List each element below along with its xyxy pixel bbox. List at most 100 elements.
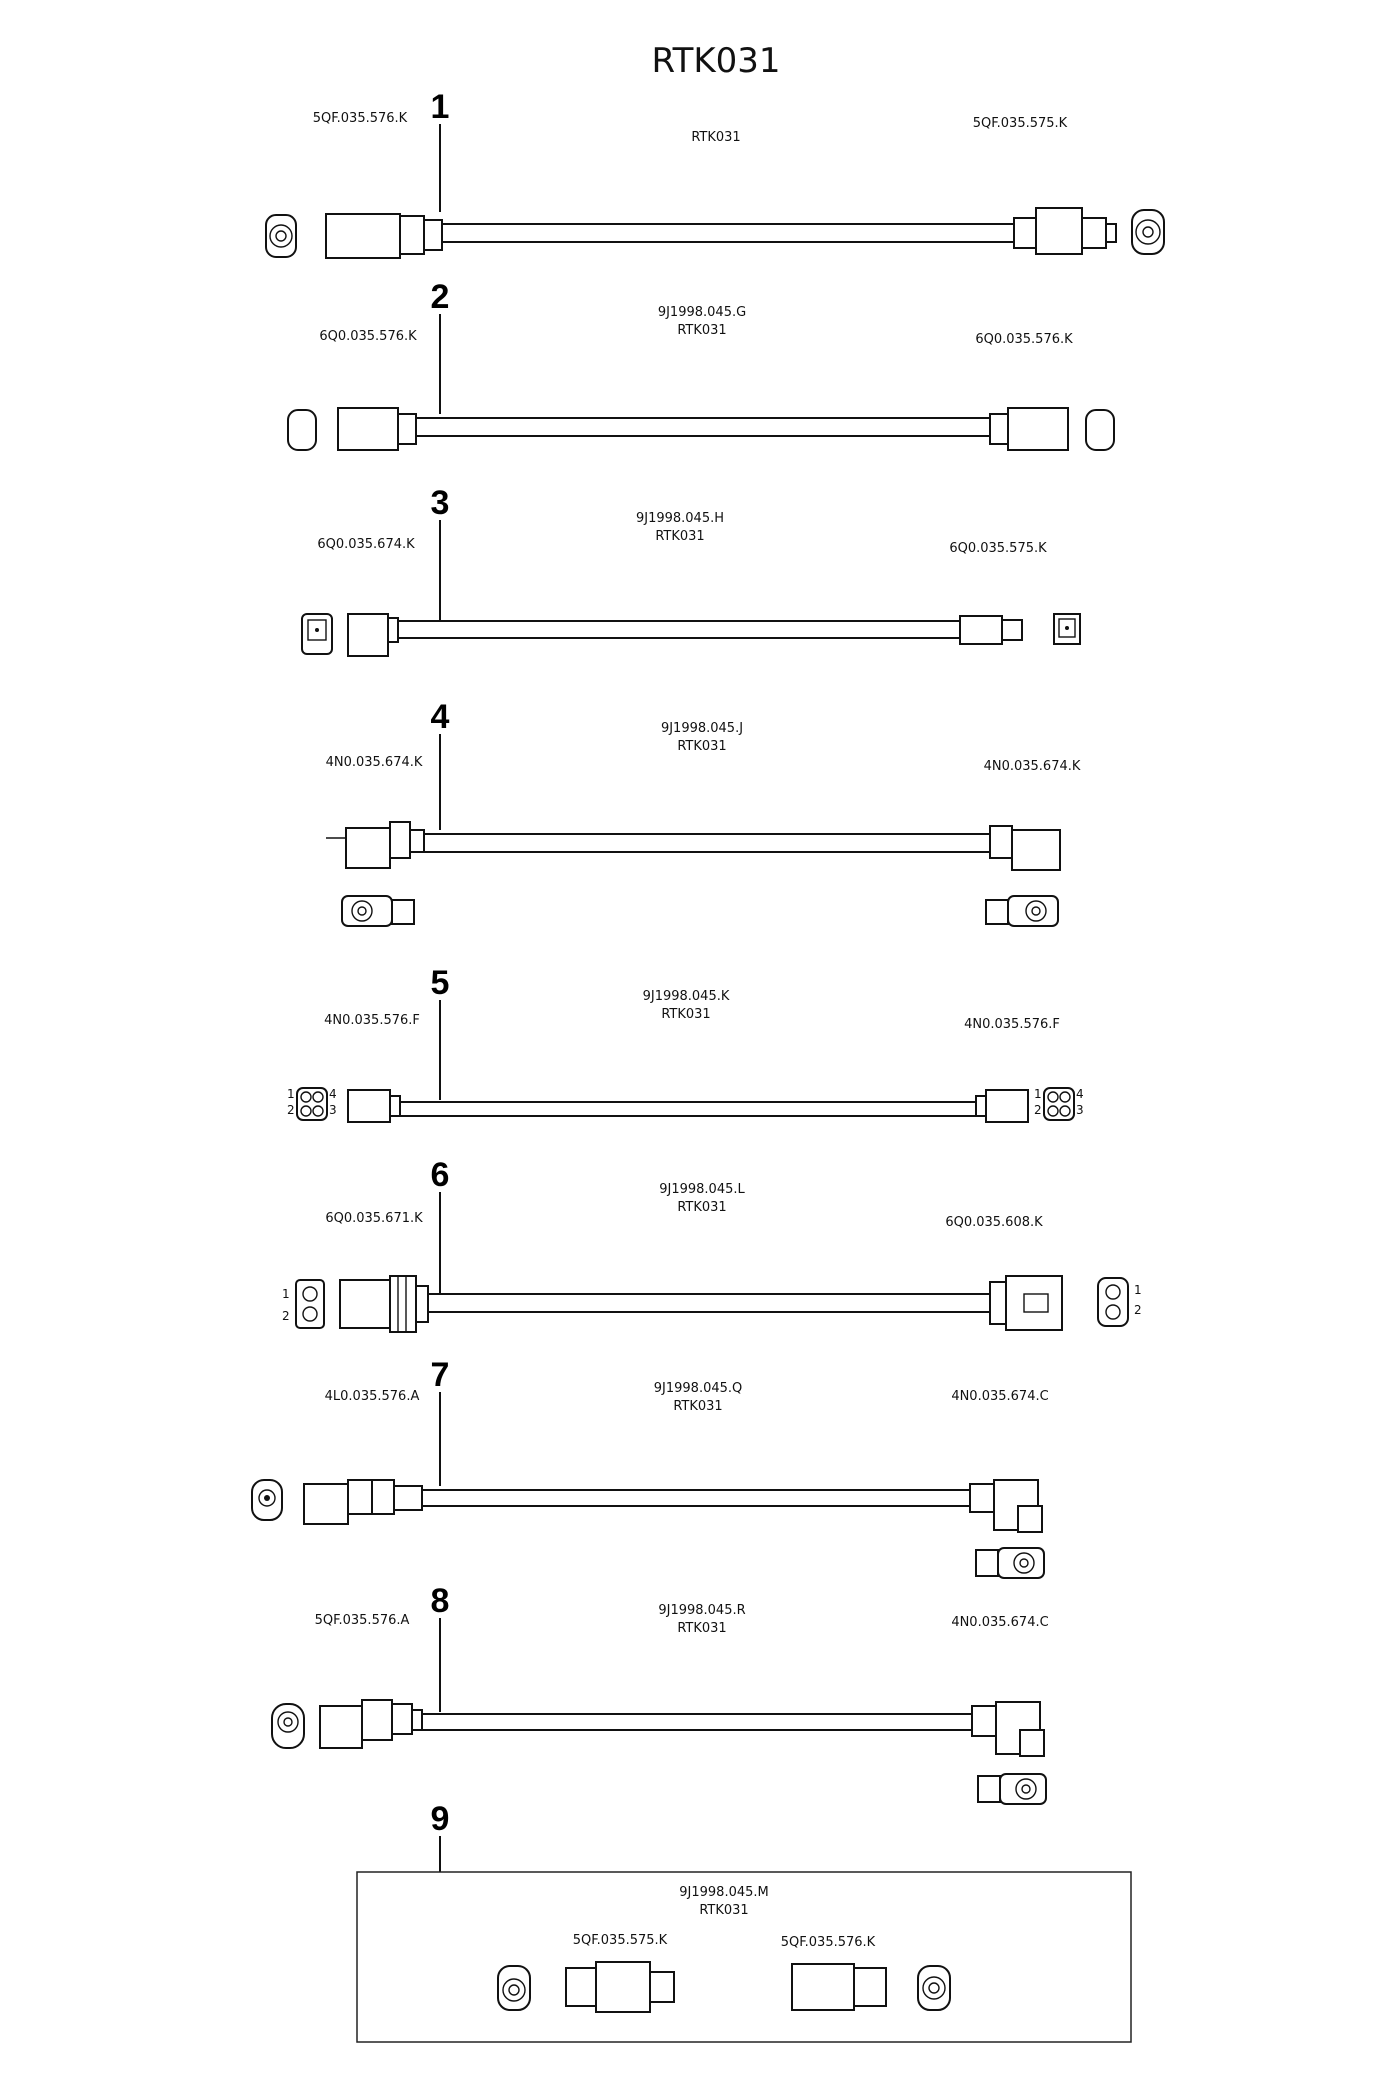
cable-item-8: 8 5QF.035.576.A 9J1998.045.R RTK031 4N0.…	[271, 1582, 1049, 1805]
cable-item-1: 1 5QF.035.576.K RTK031 5QF.035.575.K	[265, 88, 1165, 259]
connector-right	[959, 615, 1023, 645]
cable	[398, 620, 960, 639]
left-part-number: 4L0.035.576.A	[325, 1389, 420, 1404]
kit-frame	[356, 1871, 1132, 2043]
connector-face-left	[287, 409, 317, 451]
connector-face-left	[341, 895, 415, 927]
assembly-number: 9J1998.045.M	[679, 1885, 768, 1900]
item-number: 1	[431, 88, 450, 126]
cable-item-6: 6 6Q0.035.671.K 9J1998.045.L RTK031 6Q0.…	[282, 1156, 1142, 1333]
connector-face-right: 1 2 4 3	[1034, 1087, 1084, 1121]
cable	[416, 417, 990, 437]
cable-item-3: 3 6Q0.035.674.K 9J1998.045.H RTK031 6Q0.…	[301, 484, 1081, 657]
left-part-number: 6Q0.035.671.K	[325, 1211, 423, 1226]
connector-right	[1013, 207, 1117, 255]
right-part-number: 4N0.035.674.K	[984, 759, 1081, 774]
left-part-number: 6Q0.035.576.K	[319, 329, 417, 344]
connector-face-right	[977, 1773, 1047, 1805]
connector-face-right	[1053, 613, 1081, 645]
connector-plug	[565, 1961, 675, 2013]
cable	[400, 1101, 976, 1117]
left-part-number: 5QF.035.575.K	[573, 1933, 668, 1948]
connector-face-left	[301, 613, 333, 655]
cable	[424, 833, 990, 853]
pin-3: 3	[1076, 1103, 1084, 1117]
connector-right	[989, 407, 1069, 451]
cable-reference: RTK031	[661, 1007, 710, 1022]
right-part-number: 4N0.035.576.F	[964, 1017, 1060, 1032]
left-part-number: 4N0.035.576.F	[324, 1013, 420, 1028]
cable-item-5: 5 4N0.035.576.F 9J1998.045.K RTK031 4N0.…	[287, 964, 1084, 1123]
right-part-number: 4N0.035.674.C	[951, 1389, 1048, 1404]
connector-face-right	[985, 895, 1059, 927]
connector-face-left	[265, 214, 297, 258]
pin-2: 2	[1134, 1303, 1142, 1317]
left-part-number: 5QF.035.576.A	[315, 1613, 410, 1628]
item-number: 4	[431, 698, 450, 736]
connector-left	[347, 1089, 401, 1123]
connector-face-left: 1 2	[282, 1279, 325, 1329]
connector-left	[337, 407, 417, 451]
item-number: 6	[431, 1156, 450, 1194]
assembly-number: 9J1998.045.H	[636, 511, 724, 526]
connector-left	[325, 213, 443, 259]
item-number: 9	[431, 1800, 450, 1838]
pin-4: 4	[329, 1087, 337, 1101]
connector-right	[975, 1089, 1029, 1123]
pin-2: 2	[287, 1103, 295, 1117]
left-part-number: 6Q0.035.674.K	[317, 537, 415, 552]
assembly-number: 9J1998.045.R	[658, 1603, 745, 1618]
cable-reference: RTK031	[677, 1621, 726, 1636]
item-number: 3	[431, 484, 450, 522]
connector-face-right: 1 2	[1097, 1277, 1142, 1327]
connector-face-right	[1085, 409, 1115, 451]
right-part-number: 5QF.035.576.K	[781, 1935, 876, 1950]
connector-face-left	[271, 1703, 305, 1749]
pin-1: 1	[282, 1287, 290, 1301]
assembly-number: 9J1998.045.L	[659, 1182, 745, 1197]
connector-left	[303, 1479, 423, 1525]
connector-right	[989, 825, 1061, 871]
right-part-number: 6Q0.035.576.K	[975, 332, 1073, 347]
item-number: 7	[431, 1356, 450, 1394]
cable-reference: RTK031	[677, 1200, 726, 1215]
cable-reference: RTK031	[677, 739, 726, 754]
cable-item-9: 9 9J1998.045.M RTK031 5QF.035.575.K 5QF.…	[356, 1800, 1132, 2043]
cable	[442, 223, 1014, 243]
pin-4: 4	[1076, 1087, 1084, 1101]
cable-reference: RTK031	[655, 529, 704, 544]
assembly-number: 9J1998.045.J	[661, 721, 743, 736]
item-number: 2	[431, 278, 450, 316]
connector-right	[971, 1701, 1045, 1757]
connector-right	[969, 1479, 1043, 1533]
cable	[422, 1713, 972, 1731]
cable-item-4: 4 4N0.035.674.K 9J1998.045.J RTK031 4N0.…	[326, 698, 1081, 927]
right-part-number: 5QF.035.575.K	[973, 116, 1068, 131]
connector-face-right	[1131, 209, 1165, 255]
assembly-number: 9J1998.045.G	[658, 305, 746, 320]
cable-reference: RTK031	[673, 1399, 722, 1414]
connector-socket	[791, 1963, 887, 2011]
cable-reference: RTK031	[691, 130, 740, 145]
item-number: 5	[431, 964, 450, 1002]
pin-2: 2	[282, 1309, 290, 1323]
assembly-number: 9J1998.045.Q	[654, 1381, 743, 1396]
connector-face-left	[497, 1965, 531, 2011]
connector-face-right	[975, 1547, 1045, 1579]
cable-reference: RTK031	[677, 323, 726, 338]
connector-left	[319, 1699, 423, 1749]
pin-1: 1	[1034, 1087, 1042, 1101]
assembly-number: 9J1998.045.K	[643, 989, 730, 1004]
connector-face-right	[917, 1965, 951, 2011]
connector-face-left	[251, 1479, 283, 1521]
pin-2: 2	[1034, 1103, 1042, 1117]
pin-3: 3	[329, 1103, 337, 1117]
diagram-title: RTK031	[651, 41, 780, 81]
pin-1: 1	[287, 1087, 295, 1101]
cable-item-2: 2 6Q0.035.576.K 9J1998.045.G RTK031 6Q0.…	[287, 278, 1115, 451]
connector-right	[989, 1275, 1063, 1331]
cable-item-7: 7 4L0.035.576.A 9J1998.045.Q RTK031 4N0.…	[251, 1356, 1049, 1579]
cable	[422, 1489, 970, 1507]
